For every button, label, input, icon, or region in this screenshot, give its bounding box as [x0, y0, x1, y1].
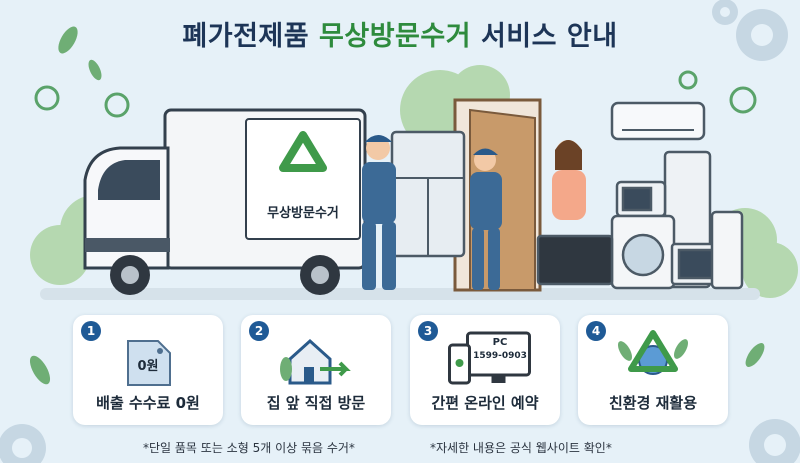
step-label: 집 앞 직접 방문	[266, 394, 366, 412]
scene-illustration	[40, 98, 760, 300]
recycle-icon	[34, 70, 757, 118]
title-main: 폐가전제품	[182, 21, 310, 52]
resident-illustration	[552, 140, 586, 220]
worker-illustration	[362, 135, 502, 290]
step-card-4: 4 친환경 재활용	[578, 315, 728, 425]
computer-screen-text-bottom: 1599-0903	[473, 351, 527, 361]
footnote-left: *단일 품목 또는 소형 5개 이상 묶음 수거*	[143, 441, 355, 455]
leaf-icon	[29, 26, 765, 385]
step-card-3: 3 PC 1599-0903 간편 온라인 예약	[410, 315, 560, 425]
price-tag-icon	[127, 340, 171, 386]
step-number-badge: 1	[81, 321, 101, 341]
refrigerator-illustration	[390, 130, 466, 258]
step-number-badge: 3	[418, 321, 438, 341]
step-number-badge: 4	[586, 321, 606, 341]
step-number-badge: 2	[249, 321, 269, 341]
recycle-globe-icon	[618, 330, 688, 375]
step-card-1: 1 0원 배출 수수료 0원	[73, 315, 223, 425]
title-accent: 무상방문수거	[319, 21, 472, 52]
step-label: 간편 온라인 예약	[431, 394, 539, 412]
phone-computer-icon	[448, 331, 531, 385]
appliances-illustration	[536, 150, 744, 290]
page-title: 폐가전제품 무상방문수거 서비스 안내	[0, 14, 800, 53]
recycle-icon	[279, 131, 327, 172]
truck-panel-label: 무상방문수거	[267, 206, 339, 221]
footnote-right: *자세한 내용은 공식 웹사이트 확인*	[430, 441, 612, 455]
house-arrow-icon	[280, 338, 351, 385]
price-tag-text: 0원	[137, 359, 159, 374]
title-rest: 서비스 안내	[480, 21, 618, 52]
step-card-2: 2 집 앞 직접 방문	[241, 315, 391, 425]
computer-screen-text-top: PC	[492, 337, 508, 348]
step-label: 배출 수수료 0원	[96, 394, 200, 412]
air-conditioner-illustration	[610, 101, 706, 141]
step-label: 친환경 재활용	[608, 394, 698, 412]
truck-panel: 무상방문수거	[245, 118, 361, 240]
